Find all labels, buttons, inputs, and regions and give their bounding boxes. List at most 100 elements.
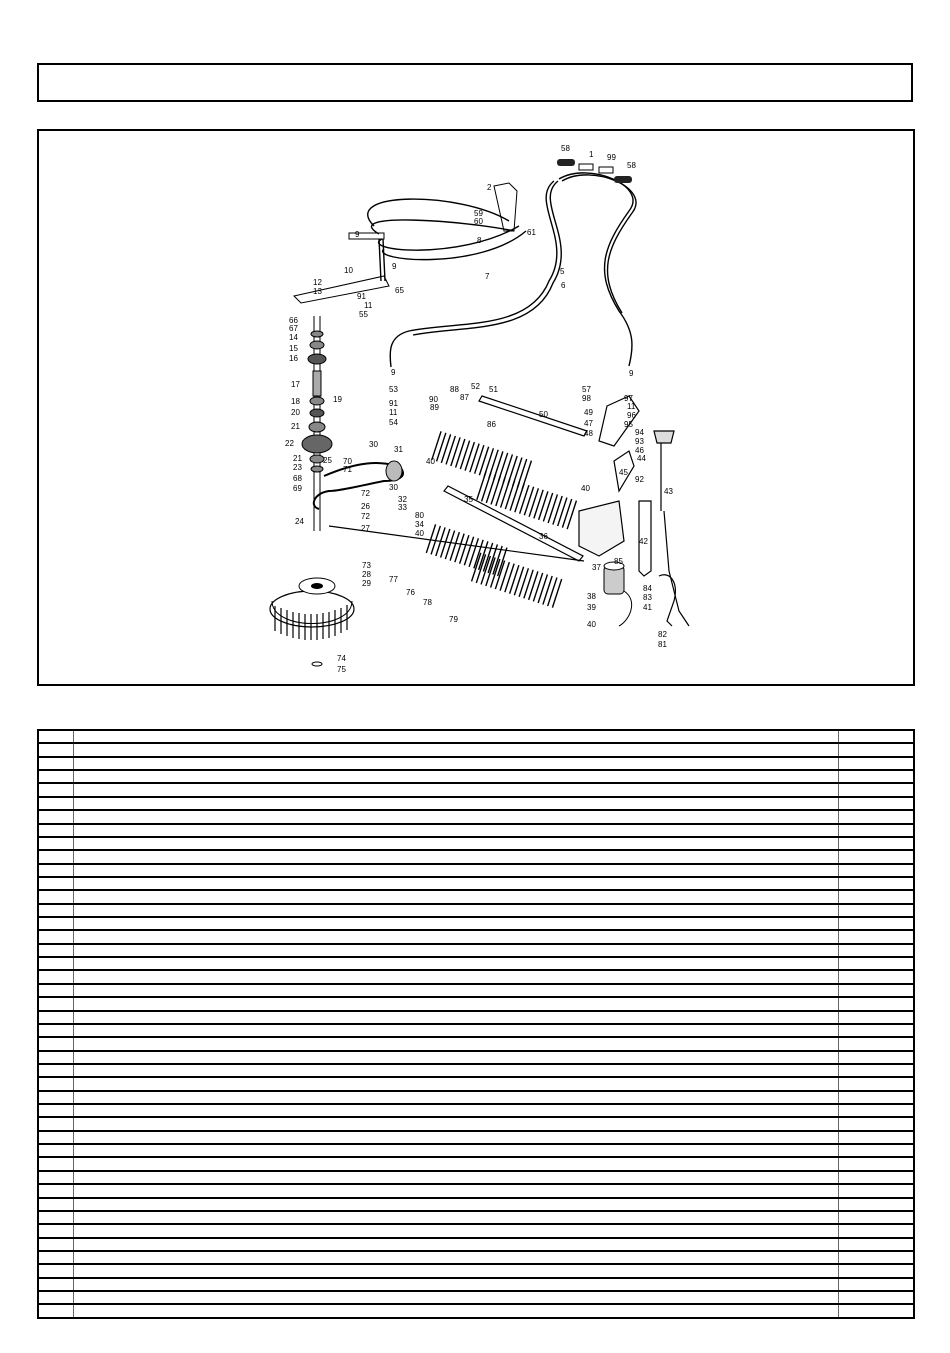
label-80: 80 (415, 511, 424, 520)
table-cell (838, 783, 913, 798)
table-cell (382, 1023, 839, 1039)
table-row (39, 731, 913, 745)
table-cell (383, 1304, 839, 1317)
table-cell (73, 1237, 383, 1253)
table-cell (382, 1237, 839, 1253)
table-cell (382, 1010, 839, 1025)
label-25: 25 (323, 456, 332, 465)
table-cell (382, 1144, 839, 1159)
main-brushes (425, 431, 578, 608)
table-cell (382, 876, 839, 892)
label-84: 84 (643, 584, 652, 593)
label-61: 61 (527, 228, 536, 237)
table-cell (39, 770, 74, 785)
label-9d: 9 (629, 369, 634, 378)
control-cables (367, 172, 637, 368)
label-86: 86 (487, 420, 496, 429)
table-cell (73, 957, 383, 972)
label-67: 67 (289, 324, 298, 333)
table-row (39, 1037, 913, 1052)
table-cell (838, 1264, 913, 1279)
table-cell (73, 1104, 383, 1119)
table-cell (73, 731, 383, 745)
table-row (39, 756, 913, 772)
label-59: 59 (474, 209, 483, 218)
table-row (39, 850, 913, 865)
table-cell (73, 903, 383, 919)
table-cell (39, 1130, 74, 1146)
table-row (39, 890, 913, 905)
label-6: 6 (561, 281, 566, 290)
label-16: 16 (289, 354, 298, 363)
table-cell (838, 850, 913, 865)
label-39: 39 (587, 603, 596, 612)
table-cell (838, 876, 913, 892)
table-cell (382, 770, 839, 785)
label-54: 54 (389, 418, 398, 427)
table-row (39, 1090, 913, 1106)
table-row (39, 863, 913, 878)
pedal-linkage (578, 395, 690, 627)
table-cell (838, 1010, 913, 1025)
table-cell (838, 1277, 913, 1293)
table-cell (73, 1063, 383, 1079)
table-cell (73, 850, 383, 865)
table-cell (838, 731, 913, 745)
label-57: 57 (582, 385, 591, 394)
table-cell (838, 836, 913, 852)
table-cell (838, 743, 913, 758)
label-10: 10 (344, 266, 353, 275)
label-9b: 9 (392, 262, 397, 271)
table-cell (382, 796, 839, 812)
label-20: 20 (291, 408, 300, 417)
table-row (39, 1010, 913, 1025)
table-row (39, 1224, 913, 1239)
table-cell (73, 1170, 383, 1186)
label-45: 45 (619, 468, 628, 477)
table-cell (73, 1277, 383, 1293)
table-row (39, 970, 913, 985)
table-row (39, 823, 913, 838)
table-cell (73, 863, 383, 878)
table-cell (382, 1130, 839, 1146)
table-cell (39, 957, 74, 972)
table-cell (39, 1291, 74, 1306)
label-42: 42 (639, 537, 648, 546)
table-cell (73, 810, 383, 825)
table-cell (838, 770, 913, 785)
table-cell (73, 1037, 383, 1052)
lever-handles (493, 159, 632, 232)
label-21b: 21 (293, 454, 302, 463)
label-24: 24 (295, 517, 304, 526)
table-cell (382, 1224, 839, 1239)
table-cell (382, 970, 839, 985)
table-cell (838, 1077, 913, 1092)
label-12: 12 (313, 278, 322, 287)
table-cell (382, 863, 839, 878)
label-2: 2 (487, 183, 492, 192)
table-cell (838, 1130, 913, 1146)
exploded-parts-diagram: 58 1 99 58 2 59 60 61 9 8 9 7 5 10 6 12 … (37, 129, 915, 686)
label-40d: 40 (587, 620, 596, 629)
table-row (39, 1063, 913, 1079)
label-50: 50 (539, 410, 548, 419)
table-row (39, 930, 913, 945)
table-row (39, 1077, 913, 1092)
table-cell (73, 997, 383, 1012)
label-76: 76 (406, 588, 415, 597)
label-1: 1 (589, 150, 594, 159)
table-cell (73, 1144, 383, 1159)
table-row (39, 836, 913, 852)
table-cell (382, 1251, 839, 1266)
label-58b: 58 (627, 161, 636, 170)
table-cell (382, 836, 839, 852)
table-cell (39, 1023, 74, 1039)
table-cell (838, 890, 913, 905)
table-cell (838, 1237, 913, 1253)
label-23: 23 (293, 463, 302, 472)
table-cell (39, 1210, 74, 1226)
table-cell (73, 1291, 383, 1306)
label-26: 26 (361, 502, 370, 511)
label-28: 28 (362, 570, 371, 579)
table-cell (39, 997, 74, 1012)
